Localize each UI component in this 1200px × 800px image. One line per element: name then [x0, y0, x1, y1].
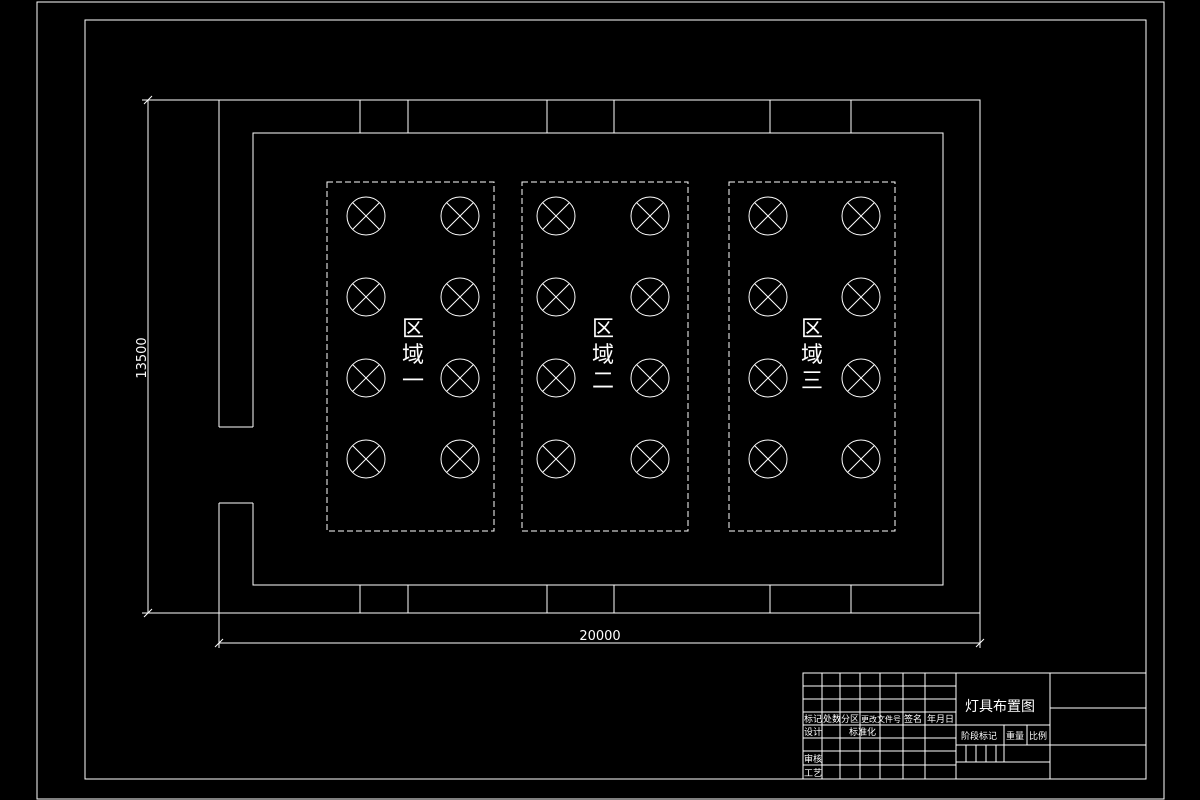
title-block-review: 审核	[804, 753, 822, 765]
light-fixture-icon	[748, 358, 788, 398]
dimension-height-label: 13500	[135, 337, 150, 378]
sheet-outer-border	[36, 1, 1165, 800]
light-fixture-icon	[440, 277, 480, 317]
light-fixture-icon	[748, 196, 788, 236]
light-fixture-icon	[536, 196, 576, 236]
title-block-header-signature: 签名	[904, 713, 922, 725]
dimension-width: 20000	[214, 613, 985, 648]
light-fixture-icon	[346, 277, 386, 317]
zone-2-label-char-1: 区	[592, 317, 614, 342]
light-fixture-icon	[440, 358, 480, 398]
light-fixture-icon	[630, 439, 670, 479]
zone-1-fixtures	[346, 196, 480, 479]
zone-1-boundary	[326, 181, 495, 532]
zone-2-label: 区 域 二	[592, 317, 614, 394]
light-fixture-icon	[536, 358, 576, 398]
zone-3: 区 域 三	[728, 181, 896, 532]
light-fixture-icon	[630, 277, 670, 317]
light-fixture-icon	[346, 358, 386, 398]
zone-1-label-char-2: 域	[402, 343, 424, 368]
zone-2-boundary	[521, 181, 689, 532]
title-block-standardization: 标准化	[849, 726, 876, 738]
title-block: 灯具布置图 标记 处数 分区 更改文件号 签名 年月日 设计 标准化 审核 工艺…	[802, 672, 1147, 780]
zone-2-fixtures	[536, 196, 670, 479]
light-fixture-icon	[630, 196, 670, 236]
title-block-weight: 重量	[1006, 730, 1024, 742]
light-fixture-icon	[630, 358, 670, 398]
title-block-header-change-doc: 更改文件号	[861, 714, 901, 724]
zone-3-fixtures	[748, 196, 881, 479]
light-fixture-icon	[440, 196, 480, 236]
zone-3-label-char-2: 域	[801, 343, 823, 368]
dimension-height: 13500	[135, 95, 219, 618]
wall-divisions-top	[359, 100, 852, 133]
zone-3-label-char-3: 三	[801, 369, 823, 394]
zone-3-boundary	[728, 181, 896, 532]
title-block-header-count: 处数	[823, 713, 841, 725]
light-fixture-icon	[440, 439, 480, 479]
title-block-header-date: 年月日	[927, 713, 954, 725]
building-inner-wall	[252, 132, 944, 586]
zone-3-label-char-1: 区	[801, 317, 823, 342]
building-outer-wall	[218, 99, 981, 614]
light-fixture-icon	[536, 277, 576, 317]
dimension-width-label: 20000	[579, 629, 620, 644]
light-fixture-icon	[841, 277, 881, 317]
zone-1-label: 区 域 一	[402, 317, 424, 394]
light-fixture-icon	[346, 439, 386, 479]
title-block-drawing-title: 灯具布置图	[965, 699, 1035, 715]
title-block-header-zone: 分区	[841, 714, 859, 725]
title-block-design: 设计	[804, 726, 822, 738]
title-block-header-mark: 标记	[804, 713, 822, 725]
zone-2-label-char-3: 二	[592, 369, 614, 394]
light-fixture-icon	[346, 196, 386, 236]
title-block-process: 工艺	[804, 768, 822, 779]
title-block-scale: 比例	[1029, 730, 1047, 742]
zone-1: 区 域 一	[326, 181, 495, 532]
light-fixture-icon	[841, 196, 881, 236]
light-fixture-icon	[841, 358, 881, 398]
zone-1-label-char-3: 一	[402, 369, 424, 394]
zone-2-label-char-2: 域	[592, 343, 614, 368]
wall-divisions-bottom	[359, 585, 852, 613]
light-fixture-icon	[748, 439, 788, 479]
light-fixture-icon	[841, 439, 881, 479]
zone-2: 区 域 二	[521, 181, 689, 532]
sheet-inner-border	[84, 19, 1147, 780]
zone-3-label: 区 域 三	[801, 317, 823, 394]
zone-1-label-char-1: 区	[402, 317, 424, 342]
light-fixture-icon	[748, 277, 788, 317]
light-fixture-icon	[536, 439, 576, 479]
title-block-stage-mark: 阶段标记	[961, 730, 997, 742]
